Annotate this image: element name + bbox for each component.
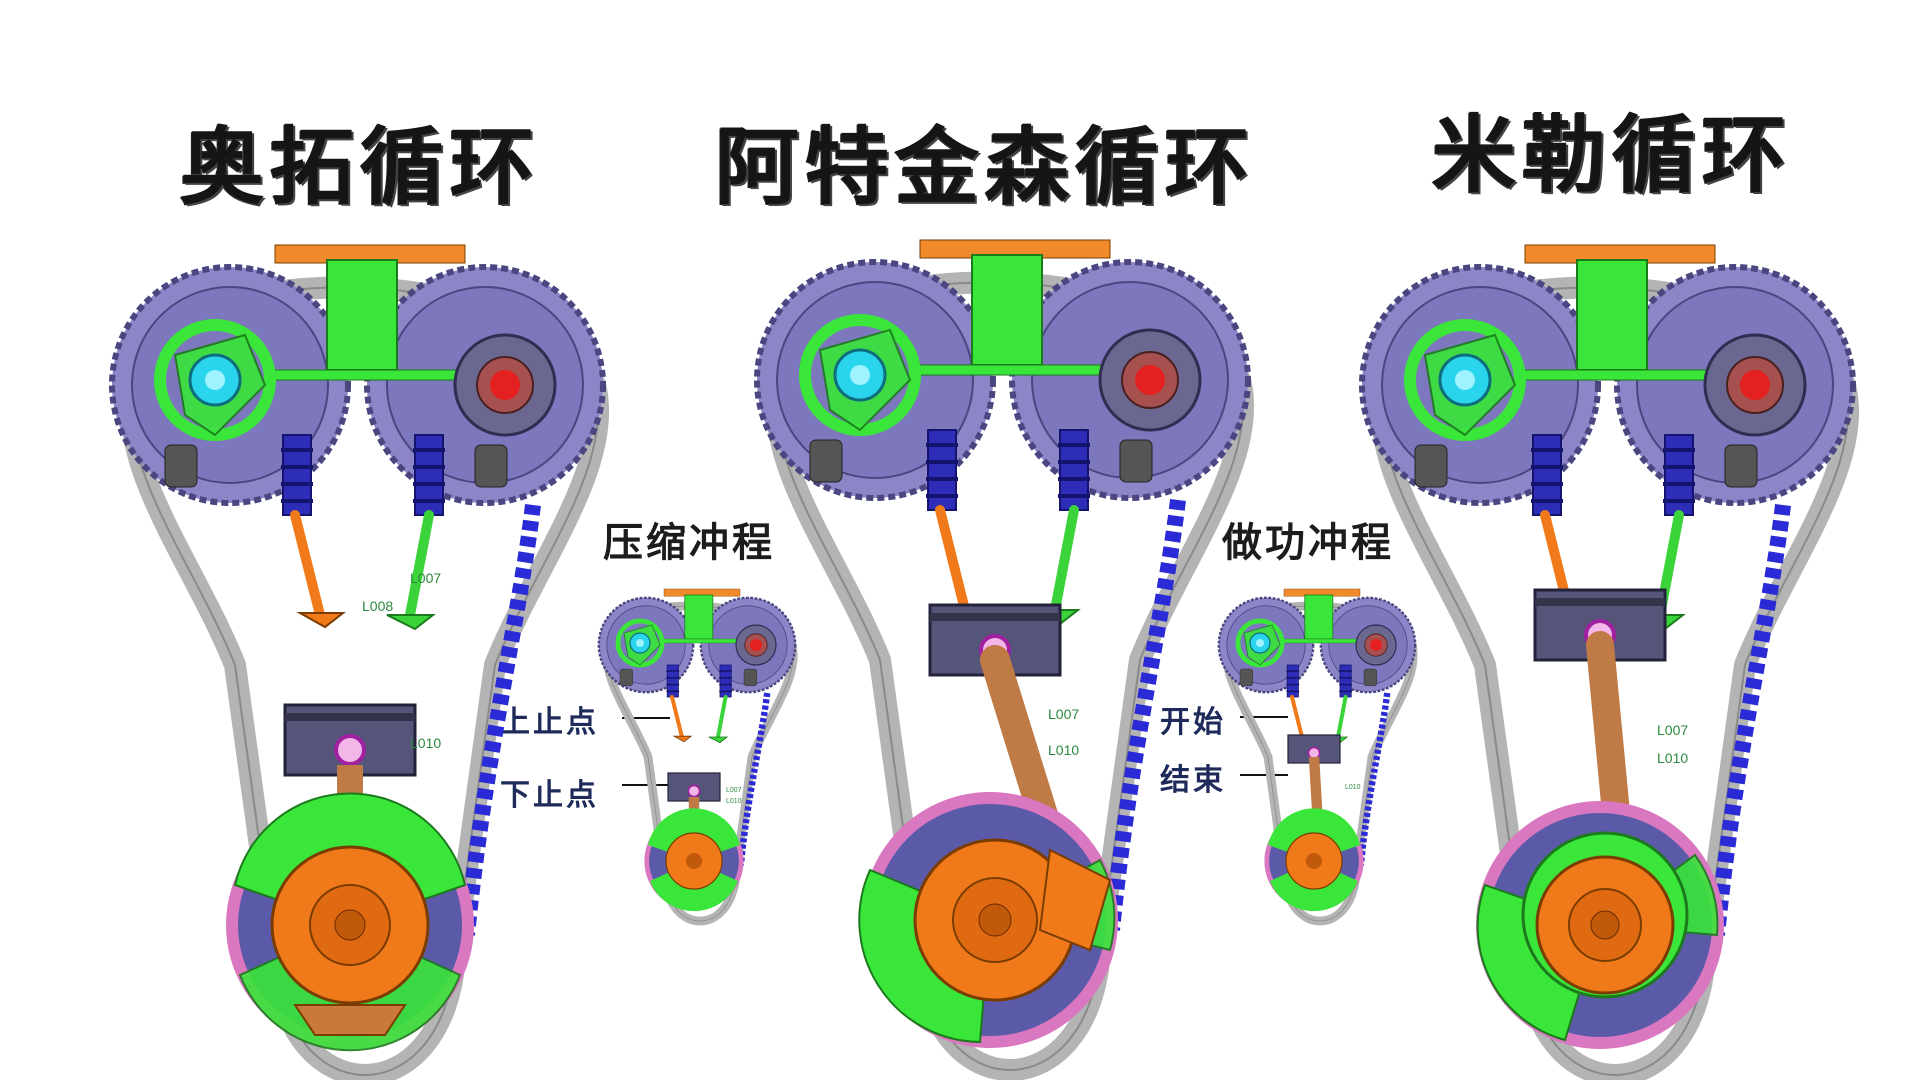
- callout-end: 结束: [1160, 763, 1226, 798]
- callout-start: 开始: [1160, 705, 1226, 740]
- label-l010-power: L010: [1345, 784, 1361, 791]
- title-atkinson-cycle: 阿特金森循环: [715, 118, 1256, 216]
- compression-stroke-diagram: [600, 585, 800, 917]
- label-l007-atkinson: L007: [1048, 706, 1080, 722]
- subtitle-compression-stroke: 压缩冲程: [603, 520, 775, 566]
- title-miller-cycle: 米勒循环: [1432, 106, 1793, 204]
- subtitle-power-stroke: 做功冲程: [1222, 520, 1394, 566]
- label-l007-miller: L007: [1657, 722, 1689, 738]
- label-l010-miller: L010: [1657, 750, 1689, 766]
- callout-top-dead-center: 上止点: [500, 705, 599, 740]
- callout-line-start: [1240, 716, 1288, 718]
- label-l010-otto: L010: [410, 735, 442, 751]
- callout-bottom-dead-center: 下止点: [500, 778, 599, 813]
- callout-line-bdc: [622, 784, 670, 786]
- title-otto-cycle: 奥拓循环: [180, 118, 541, 216]
- otto-engine-diagram: [115, 235, 615, 1065]
- label-l010-atkinson: L010: [1048, 742, 1080, 758]
- label-l010-compression: L010: [726, 798, 742, 805]
- miller-engine-diagram: [1365, 235, 1865, 1065]
- label-l007-otto: L007: [410, 570, 442, 586]
- label-l007-compression: L007: [726, 787, 742, 794]
- power-stroke-diagram: [1220, 585, 1420, 917]
- callout-line-end: [1240, 774, 1288, 776]
- label-l008-otto: L008: [362, 598, 394, 614]
- callout-line-tdc: [622, 717, 670, 719]
- atkinson-engine-diagram: [760, 230, 1260, 1060]
